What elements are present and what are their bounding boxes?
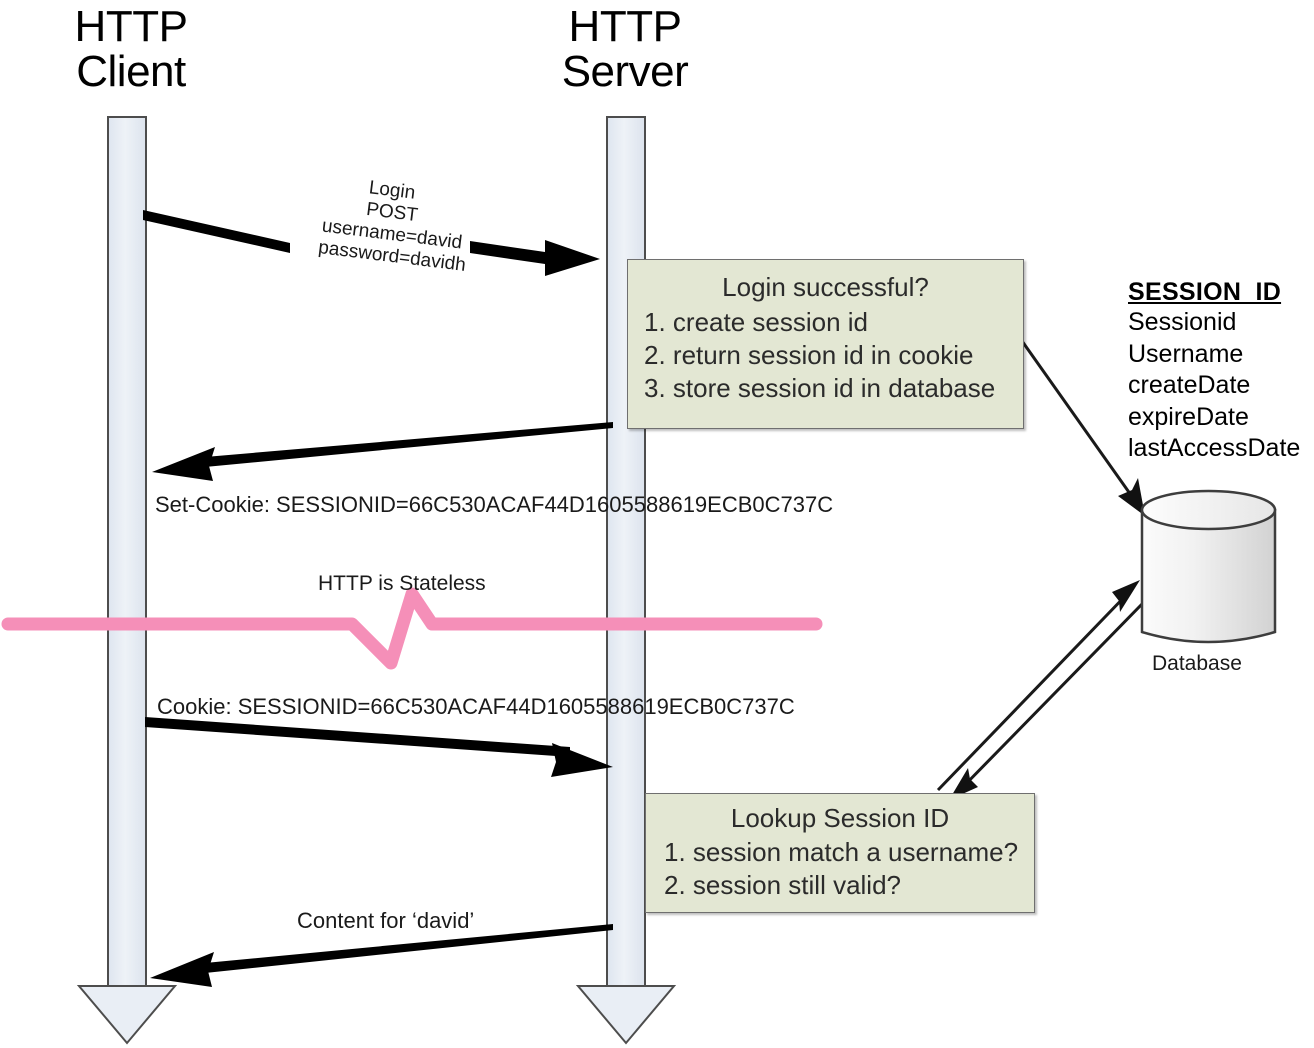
- stateless-break-line: [1, 587, 823, 670]
- label-content-response: Content for ‘david’: [297, 908, 475, 933]
- actor-label-server: HTTP Server: [561, 2, 689, 97]
- arrow-login-request: [143, 210, 600, 276]
- session-legend-heading: SESSION_ID: [1128, 278, 1282, 306]
- process-box-lookup: Lookup Session ID 1. session match a use…: [645, 793, 1035, 913]
- label-stateless-note: HTTP is Stateless: [318, 572, 486, 595]
- actor-label-client: HTTP Client: [74, 2, 188, 97]
- login-box-step-2: 2. return session id in cookie: [644, 339, 974, 370]
- arrow-server-to-database: [1020, 340, 1145, 516]
- login-box-step-1: 1. create session id: [644, 307, 869, 337]
- lifeline-client: [76, 116, 178, 1045]
- login-box-title: Login successful?: [722, 272, 929, 302]
- arrow-content-response: [150, 924, 613, 987]
- session-legend-field-expiredate: expireDate: [1128, 402, 1249, 431]
- arrow-lookup-to-database: [936, 580, 1140, 792]
- arrow-database-to-lookup: [949, 598, 1148, 800]
- session-legend-field-sessionid: Sessionid: [1128, 308, 1237, 336]
- session-legend-field-username: Username: [1128, 339, 1244, 368]
- lookup-box-step-1: 1. session match a username?: [664, 837, 1019, 867]
- session-legend-field-lastaccessdate: lastAccessDate: [1128, 434, 1301, 462]
- lookup-box-title: Lookup Session ID: [730, 803, 950, 833]
- lookup-box-step-2: 2. session still valid?: [664, 869, 901, 900]
- label-cookie-request: Cookie: SESSIONID=66C530ACAF44D160558861…: [157, 694, 795, 719]
- arrow-login-response: [152, 422, 613, 481]
- arrow-cookie-request: [145, 717, 613, 777]
- label-database: Database: [1152, 652, 1242, 675]
- label-login-request: Login POST username=david password=david…: [292, 177, 492, 276]
- login-box-step-3: 3. store session id in database: [644, 372, 996, 403]
- session-legend-field-createdate: createDate: [1128, 371, 1251, 399]
- session-id-legend: SESSION_ID Sessionid Username createDate…: [1128, 278, 1314, 465]
- process-box-login: Login successful? 1. create session id 2…: [627, 259, 1024, 429]
- label-set-cookie: Set-Cookie: SESSIONID=66C530ACAF44D16055…: [155, 492, 834, 517]
- database-cylinder: [1140, 489, 1277, 644]
